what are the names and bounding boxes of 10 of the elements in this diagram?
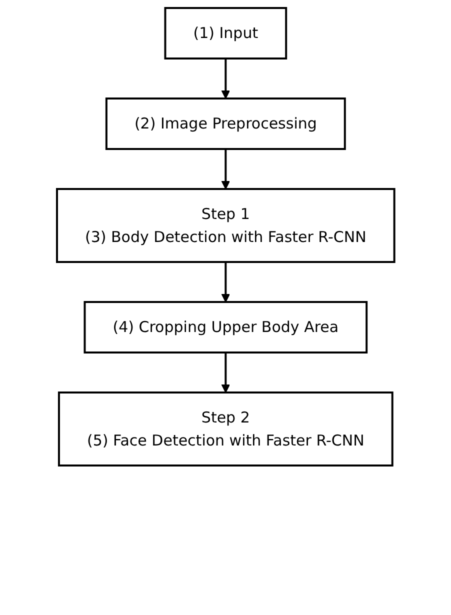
node-box [56,188,396,263]
arrow [221,58,230,99]
flowchart: (1) Input (2) Image Preprocessing Step 1 (3) Body Detection with Faster R-CNN (4) Cropping Upper Body Area Step 2 (5) Face Detection with Faster R-CNN [48,0,402,474]
arrow [221,149,230,190]
node-box [58,392,394,466]
node-box [164,7,287,60]
node-box [105,98,346,150]
arrow [221,352,230,393]
arrow [221,262,230,302]
node-box [84,301,368,354]
